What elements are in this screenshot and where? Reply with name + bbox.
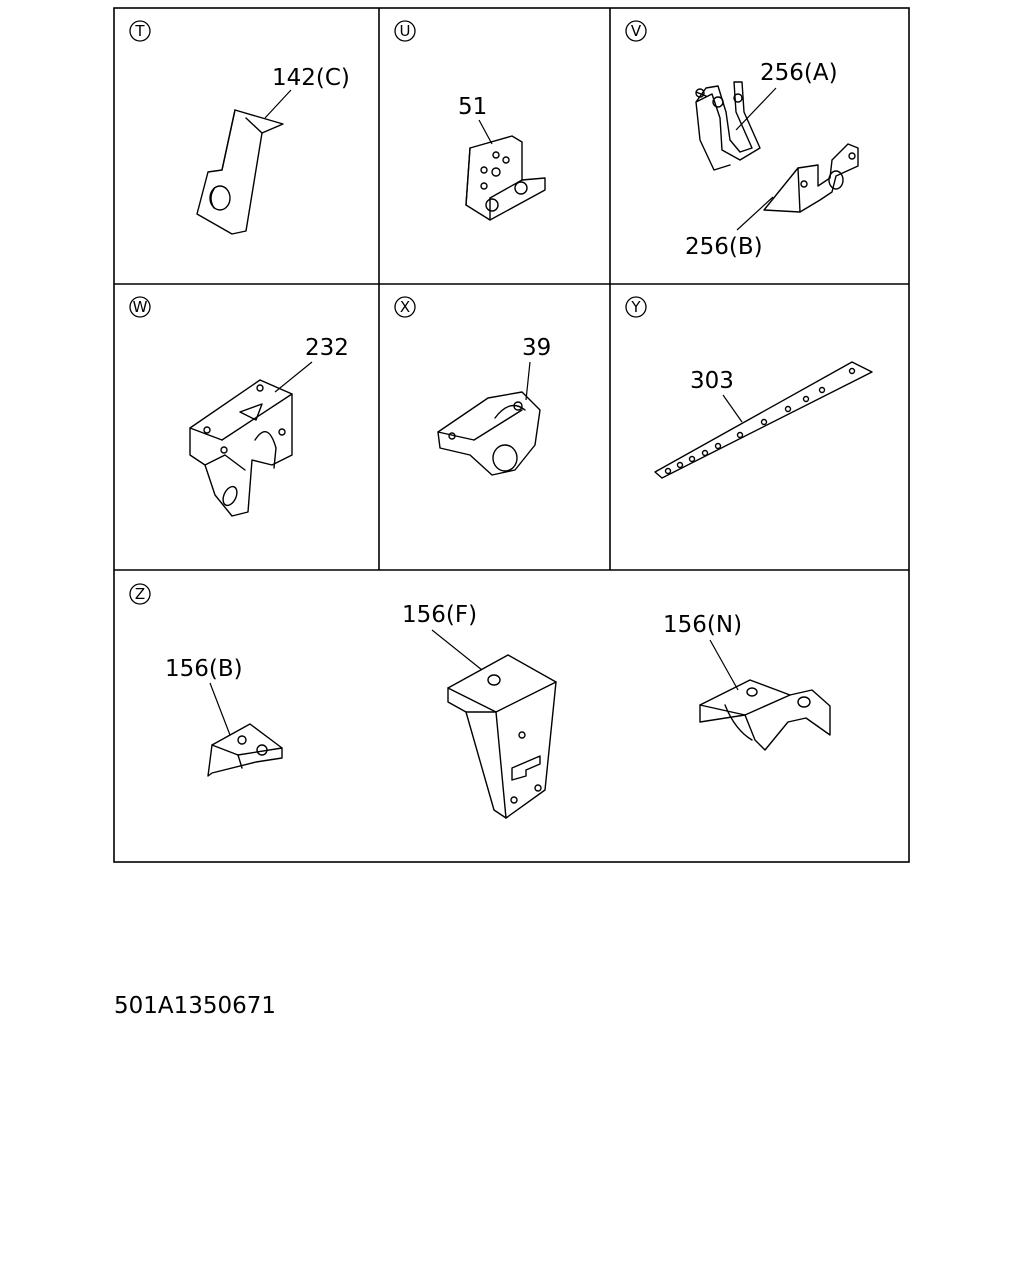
callout-256b: 256(B) (685, 234, 763, 260)
callout-51: 51 (458, 94, 487, 120)
callout-156b: 156(B) (165, 656, 243, 682)
part-303-strap (654, 361, 873, 479)
callout-156n: 156(N) (663, 612, 742, 638)
callout-142c: 142(C) (272, 65, 350, 91)
panel-t: T 142(C) (129, 20, 350, 235)
part-256a-clamp (695, 81, 761, 171)
panel-letter-y: Y (625, 296, 647, 318)
panel-letter-w: W (129, 296, 151, 318)
panel-v: V 256(A) 256(B) (625, 20, 859, 260)
panel-letter-z: Z (129, 583, 151, 605)
svg-text:Z: Z (135, 585, 145, 603)
callout-156f: 156(F) (402, 602, 477, 628)
panel-letter-v: V (625, 20, 647, 42)
part-256b-clamp (763, 143, 859, 213)
panel-z: Z 156(B) 156(F) 156(N) (129, 583, 831, 819)
panel-y: Y 303 (625, 296, 873, 479)
svg-text:W: W (133, 298, 148, 316)
svg-text:X: X (400, 298, 410, 316)
svg-text:V: V (631, 22, 642, 40)
part-232-bracket (189, 379, 293, 517)
panel-letter-x: X (394, 296, 416, 318)
part-51-bracket (465, 135, 546, 221)
panel-u: U 51 (394, 20, 546, 221)
svg-text:U: U (400, 22, 411, 40)
callout-256a: 256(A) (760, 60, 838, 86)
part-156n-bracket (699, 679, 831, 751)
callout-303: 303 (690, 368, 734, 394)
part-39-bracket (437, 391, 541, 476)
diagram-grid (113, 7, 910, 863)
panel-letter-t: T (129, 20, 151, 42)
panel-letter-u: U (394, 20, 416, 42)
callout-39: 39 (522, 335, 551, 361)
svg-text:T: T (134, 22, 145, 40)
part-156b-bracket (207, 723, 283, 777)
svg-text:Y: Y (630, 298, 641, 316)
figure-code: 501A1350671 (114, 993, 276, 1019)
panel-w: W 232 (129, 296, 349, 517)
panel-x: X 39 (394, 296, 551, 476)
part-156f-bracket (447, 654, 557, 819)
part-142c-bracket (196, 109, 284, 235)
callout-232: 232 (305, 335, 349, 361)
